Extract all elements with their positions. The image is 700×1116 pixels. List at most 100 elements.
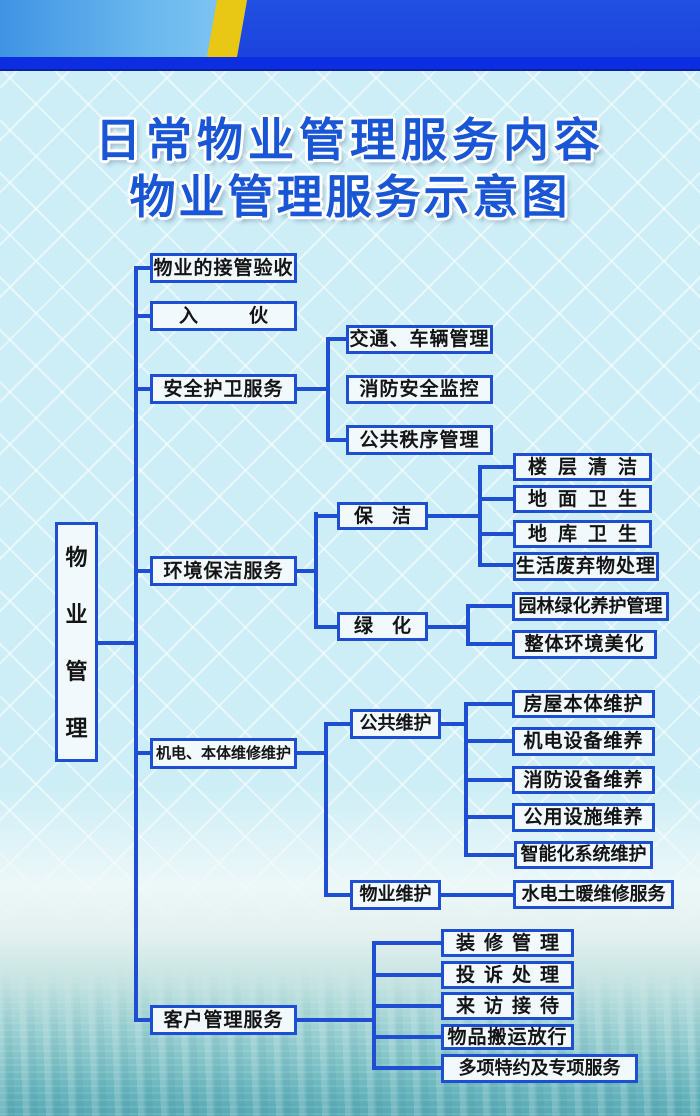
connector [372, 973, 444, 977]
connector [372, 1004, 444, 1008]
node-security-service: 安全护卫服务 [150, 374, 297, 404]
node-property-maintenance: 物业维护 [350, 880, 441, 910]
connector [464, 853, 514, 857]
node-public-maintenance: 公共维护 [350, 709, 441, 739]
node-intelligent-systems: 智能化系统维护 [514, 841, 653, 869]
node-label: 安全护卫服务 [163, 377, 284, 400]
header-royal-band [236, 0, 700, 57]
node-label: 园林绿化养护管理 [518, 595, 663, 617]
node-label: 房屋本体维护 [523, 692, 644, 715]
connector [372, 941, 444, 945]
connector [438, 893, 516, 897]
node-label: 入伙 [179, 304, 268, 327]
node-fire-safety-monitoring: 消防安全监控 [346, 375, 493, 404]
node-label: 物业管理 [65, 545, 88, 742]
connector [138, 314, 151, 318]
connector [478, 563, 516, 567]
node-label: 消防设备维养 [523, 768, 644, 791]
node-label: 多项特约及专项服务 [458, 1057, 621, 1079]
connector [466, 604, 470, 646]
node-label: 地面卫生 [528, 487, 637, 510]
node-ground-sanitation: 地面卫生 [513, 485, 652, 513]
connector [295, 569, 318, 573]
node-label: 物业的接管验收 [153, 256, 294, 279]
node-label: 消防安全监控 [359, 378, 480, 400]
connector [438, 722, 468, 726]
node-label: 整体环境美化 [524, 633, 645, 655]
connector [466, 642, 514, 646]
node-utilities-repair: 水电土暖维修服务 [513, 880, 674, 909]
connector [138, 1018, 151, 1022]
node-label: 交通、车辆管理 [349, 328, 490, 350]
connector [464, 778, 514, 782]
node-waste-disposal: 生活废弃物处理 [513, 552, 659, 581]
connector [138, 387, 151, 391]
node-floor-cleaning: 楼层清洁 [513, 453, 652, 481]
connector [326, 438, 348, 442]
connector [478, 465, 516, 469]
connector [478, 532, 516, 536]
connector [464, 815, 514, 819]
divider-bar [0, 57, 700, 71]
connector [372, 1066, 444, 1070]
connector [324, 722, 328, 897]
connector [426, 625, 470, 629]
connector [324, 722, 352, 726]
connector [314, 625, 339, 629]
connector [426, 514, 482, 518]
node-label: 智能化系统维护 [520, 844, 647, 865]
node-label: 公用设施维养 [523, 806, 644, 828]
node-label: 客户管理服务 [163, 1008, 284, 1031]
node-label: 地库卫生 [528, 522, 637, 545]
node-environment-beautification: 整体环境美化 [512, 630, 657, 659]
node-public-facilities: 公用设施维养 [512, 803, 655, 832]
node-goods-transport: 物品搬运放行 [441, 1024, 574, 1050]
node-landscaping-maintenance: 园林绿化养护管理 [512, 592, 669, 621]
connector [326, 337, 330, 442]
node-fire-equipment: 消防设备维养 [512, 766, 655, 794]
node-label: 生活废弃物处理 [516, 555, 657, 577]
connector [326, 337, 348, 341]
node-label: 保洁 [354, 504, 411, 527]
node-label: 机电设备维养 [523, 730, 644, 752]
node-traffic-vehicle-management: 交通、车辆管理 [346, 325, 493, 354]
connector [372, 1035, 444, 1039]
connector [324, 893, 352, 897]
node-label: 物品搬运放行 [447, 1025, 568, 1048]
connector [464, 739, 514, 743]
node-label: 公共维护 [359, 713, 432, 734]
node-label: 物业维护 [359, 884, 432, 905]
node-label: 楼层清洁 [528, 455, 637, 478]
connector [138, 569, 151, 573]
connector [295, 1018, 376, 1022]
connector [138, 266, 151, 270]
node-mechanical-equipment: 机电设备维养 [512, 727, 655, 756]
node-label: 来访接待 [456, 994, 559, 1017]
connector [466, 604, 514, 608]
node-label: 水电土暖维修服务 [521, 883, 666, 905]
node-move-in: 入伙 [150, 301, 297, 331]
connector [314, 514, 339, 518]
node-special-services: 多项特约及专项服务 [441, 1054, 638, 1083]
node-label: 投诉处理 [456, 963, 559, 986]
connector [295, 387, 330, 391]
connector [478, 497, 516, 501]
page-title-line1: 日常物业管理服务内容 [95, 113, 605, 167]
node-label: 绿化 [354, 615, 411, 637]
water-ripples [0, 966, 700, 1116]
node-label: 机电、本体维修维护 [155, 744, 291, 762]
connector-trunk [134, 266, 138, 1022]
connector [96, 641, 138, 645]
node-building-maintenance: 房屋本体维护 [512, 690, 655, 718]
node-property-management: 物业管理 [55, 522, 98, 762]
connector [314, 512, 318, 629]
node-customer-service: 客户管理服务 [150, 1005, 297, 1035]
node-label: 公共秩序管理 [359, 428, 480, 451]
node-decoration-management: 装修管理 [441, 929, 574, 957]
node-visitor-reception: 来访接待 [441, 992, 574, 1020]
node-label: 装修管理 [456, 931, 559, 954]
node-complaint-handling: 投诉处理 [441, 961, 574, 989]
node-basement-sanitation: 地库卫生 [513, 520, 652, 548]
node-cleaning-service: 环境保洁服务 [150, 556, 297, 586]
